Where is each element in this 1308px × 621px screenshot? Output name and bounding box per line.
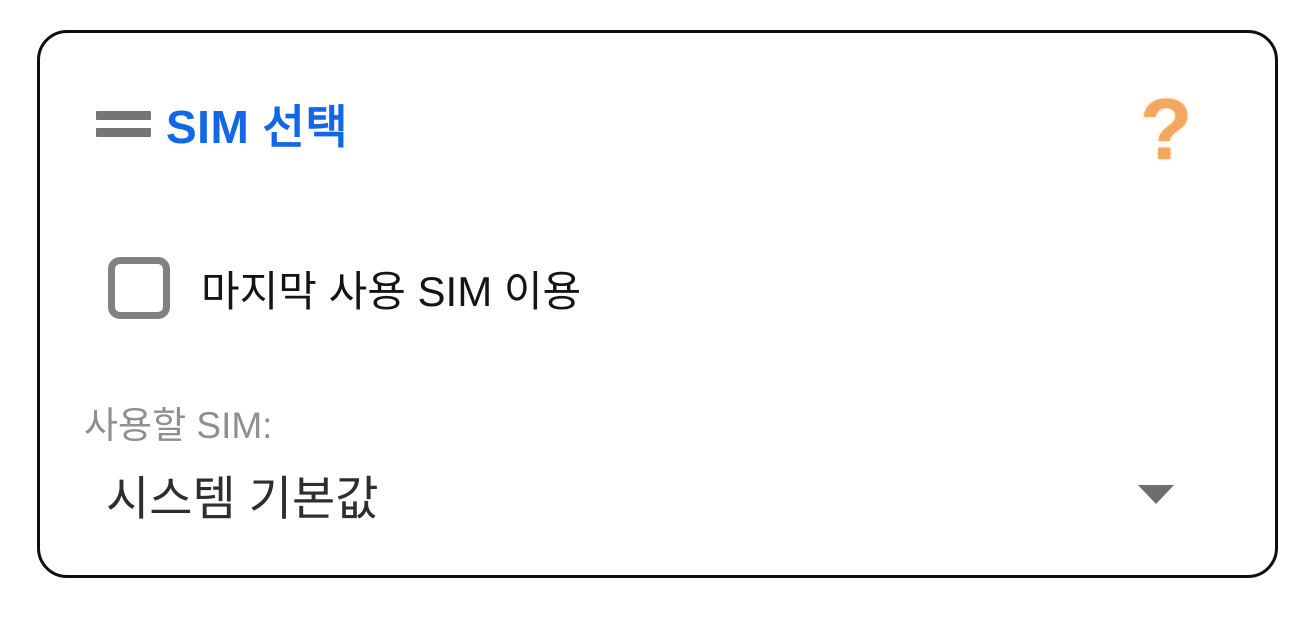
use-last-sim-checkbox[interactable] [108,257,170,319]
question-mark-icon[interactable]: ? [1139,82,1193,178]
sim-select-action-card: SIM 선택 ? 마지막 사용 SIM 이용 사용할 SIM: 시스템 기본값 [37,30,1278,578]
sim-spinner-selected-value: 시스템 기본값 [106,471,379,525]
sim-spinner-label: 사용할 SIM: [84,405,273,446]
use-last-sim-checkbox-row[interactable]: 마지막 사용 SIM 이용 [108,257,581,319]
card-title: SIM 선택 [166,101,349,153]
sim-spinner[interactable]: 시스템 기본값 [106,458,1178,530]
use-last-sim-checkbox-label: 마지막 사용 SIM 이용 [201,267,582,315]
caret-down-icon [1138,484,1174,504]
drag-handle-icon[interactable] [96,111,151,137]
card-header: SIM 선택 [96,91,348,157]
